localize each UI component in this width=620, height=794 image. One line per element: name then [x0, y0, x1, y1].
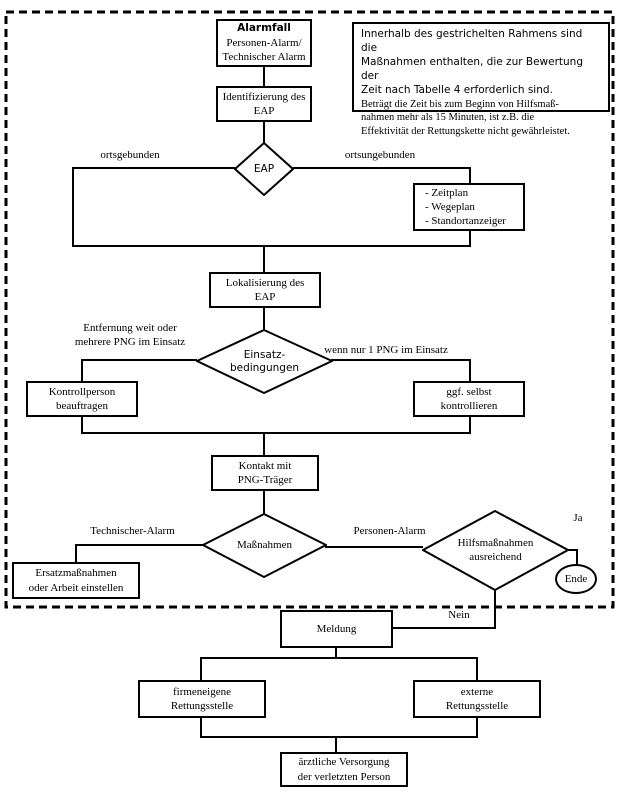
- decision-hilfsmassnahmen: Hilfsmaßnahmen ausreichend: [422, 510, 569, 591]
- decision-eap-label: EAP: [253, 162, 275, 175]
- edge-einsatz-left-h: [81, 359, 197, 361]
- edge-identifizierung-eap: [263, 121, 265, 143]
- edge-label-entfernung: Entfernung weit oder mehrere PNG im Eins…: [74, 322, 186, 348]
- decision-massnahmen-label: Maßnahmen: [237, 538, 292, 551]
- edge-label-ortsgebunden: ortsgebunden: [100, 149, 160, 161]
- note-text-sans: Innerhalb des gestrichelten Rahmens sind…: [361, 28, 583, 96]
- edge-to-kontakt: [263, 433, 265, 455]
- edge-hilfs-nein-v: [494, 589, 496, 629]
- edge-alarmfall-identifizierung: [263, 66, 265, 87]
- node-meldung: Meldung: [280, 610, 393, 648]
- edge-kontakt-massnahmen: [263, 490, 265, 514]
- edge-label-ja: Ja: [573, 512, 583, 524]
- decision-massnahmen-shape: [202, 513, 327, 578]
- decision-einsatzbedingungen: Einsatz- bedingungen: [196, 329, 333, 394]
- node-firmeneigene-rettungsstelle: firmeneigene Rettungsstelle: [138, 680, 266, 718]
- edge-massnahmen-left-h: [75, 544, 203, 546]
- edge-split-right-v: [476, 657, 478, 681]
- edge-externe-down: [476, 716, 478, 738]
- node-ersatzmassnahmen: Ersatzmaßnahmen oder Arbeit einstellen: [12, 562, 140, 599]
- edge-einsatz-right-h: [331, 359, 470, 361]
- edge-eap-left-h: [72, 167, 235, 169]
- edge-merge-3: [200, 736, 478, 738]
- edge-lokalisierung-einsatz: [263, 307, 265, 330]
- edge-merge-1: [72, 245, 471, 247]
- edge-label-nein: Nein: [448, 609, 470, 621]
- decision-einsatz-shape: [196, 329, 333, 394]
- decision-eap-shape: [234, 142, 294, 196]
- edge-label-personen-alarm: Personen-Alarm: [353, 525, 426, 537]
- node-aerztliche-versorgung: ärztliche Versorgung der verletzten Pers…: [280, 752, 408, 787]
- node-zeitplan-wegeplan: - Zeitplan - Wegeplan - Standortanzeiger: [413, 183, 525, 231]
- decision-einsatz-label: Einsatz- bedingungen: [229, 348, 300, 374]
- node-identifizierung: Identifizierung des EAP: [216, 86, 312, 122]
- edge-hilfs-ja-v: [576, 549, 578, 566]
- node-externe-rettungsstelle: externe Rettungsstelle: [413, 680, 541, 718]
- edge-label-technischer-alarm: Technischer-Alarm: [90, 525, 175, 537]
- edge-firmeneigene-down: [200, 716, 202, 738]
- edge-massnahmen-right-h: [325, 546, 423, 548]
- node-alarmfall-sub: Personen-Alarm/ Technischer Alarm: [222, 36, 306, 63]
- decision-massnahmen: Maßnahmen: [202, 513, 327, 578]
- decision-hilfs-label: Hilfsmaßnahmen ausreichend: [457, 537, 534, 563]
- edge-hilfs-nein-h: [392, 627, 495, 629]
- node-kontakt-png: Kontakt mit PNG-Träger: [211, 455, 319, 491]
- node-lokalisierung: Lokalisierung des EAP: [209, 272, 321, 308]
- edge-to-aerztliche: [335, 736, 337, 753]
- edge-label-wenn-nur: wenn nur 1 PNG im Einsatz: [324, 344, 448, 356]
- edge-eap-left-v: [72, 167, 74, 247]
- edge-einsatz-left-v: [81, 359, 83, 382]
- edge-kontroll-down: [81, 415, 83, 434]
- edge-to-lokalisierung: [263, 247, 265, 273]
- decision-hilfs-shape: [422, 510, 569, 591]
- node-alarmfall: Alarmfall Personen-Alarm/ Technischer Al…: [216, 19, 312, 67]
- note-box: Innerhalb des gestrichelten Rahmens sind…: [352, 22, 610, 137]
- decision-eap: EAP: [234, 142, 294, 196]
- edge-massnahmen-left-v: [75, 544, 77, 563]
- edge-split-left-v: [200, 657, 202, 681]
- edge-eap-right-h: [293, 167, 470, 169]
- edge-merge-2: [81, 432, 471, 434]
- edge-hilfs-ja-h: [567, 549, 578, 551]
- node-ggf-selbst: ggf. selbst kontrollieren: [413, 381, 525, 417]
- edge-split: [200, 657, 478, 659]
- node-alarmfall-title: Alarmfall: [237, 22, 291, 35]
- terminator-ende: Ende: [555, 564, 597, 594]
- node-kontrollperson: Kontrollperson beauftragen: [26, 381, 138, 417]
- edge-label-ortsungebunden: ortsungebunden: [344, 149, 416, 161]
- note-text-serif: Beträgt die Zeit bis zum Beginn von Hilf…: [361, 98, 570, 138]
- edge-meldung-down: [335, 647, 337, 658]
